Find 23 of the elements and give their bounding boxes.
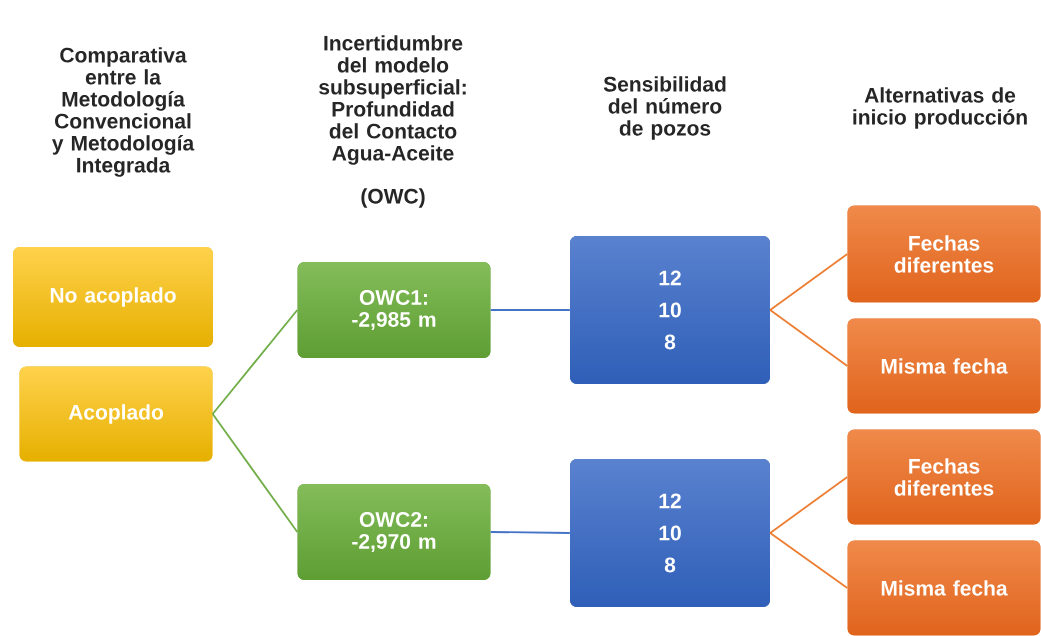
connector-line (211, 413, 299, 533)
well-count-box: 12 10 8 (570, 459, 770, 607)
column-heading: Comparativa entre la Metodología Convencional y Metodología Integrada (52, 47, 195, 177)
column-heading: Alternativas de inicio producción (853, 87, 1027, 129)
column-heading: Sensibilidad del número de pozos (603, 76, 726, 140)
connector-line (769, 532, 849, 589)
connector-line (769, 253, 849, 311)
connector-line (769, 476, 849, 534)
option-box: Acoplado (19, 366, 213, 462)
connector-line (489, 309, 571, 311)
connector-line (769, 309, 849, 367)
connector-line (211, 309, 299, 415)
well-count-box: 12 10 8 (570, 236, 770, 384)
process-box: OWC1: -2,985 m (297, 262, 491, 358)
column-heading: Incertidumbre del modelo subsuperficial: Profundidad del Contacto Agua-Aceite (319, 35, 466, 165)
connector-line (489, 531, 571, 534)
option-box: Misma fecha (847, 318, 1041, 414)
option-box: Fechas diferentes (847, 429, 1041, 525)
option-box: Misma fecha (847, 540, 1041, 636)
column-heading: (OWC) (361, 188, 425, 208)
process-box: OWC2: -2,970 m (297, 484, 491, 580)
option-box: No acoplado (13, 247, 213, 347)
option-box: Fechas diferentes (847, 205, 1041, 303)
